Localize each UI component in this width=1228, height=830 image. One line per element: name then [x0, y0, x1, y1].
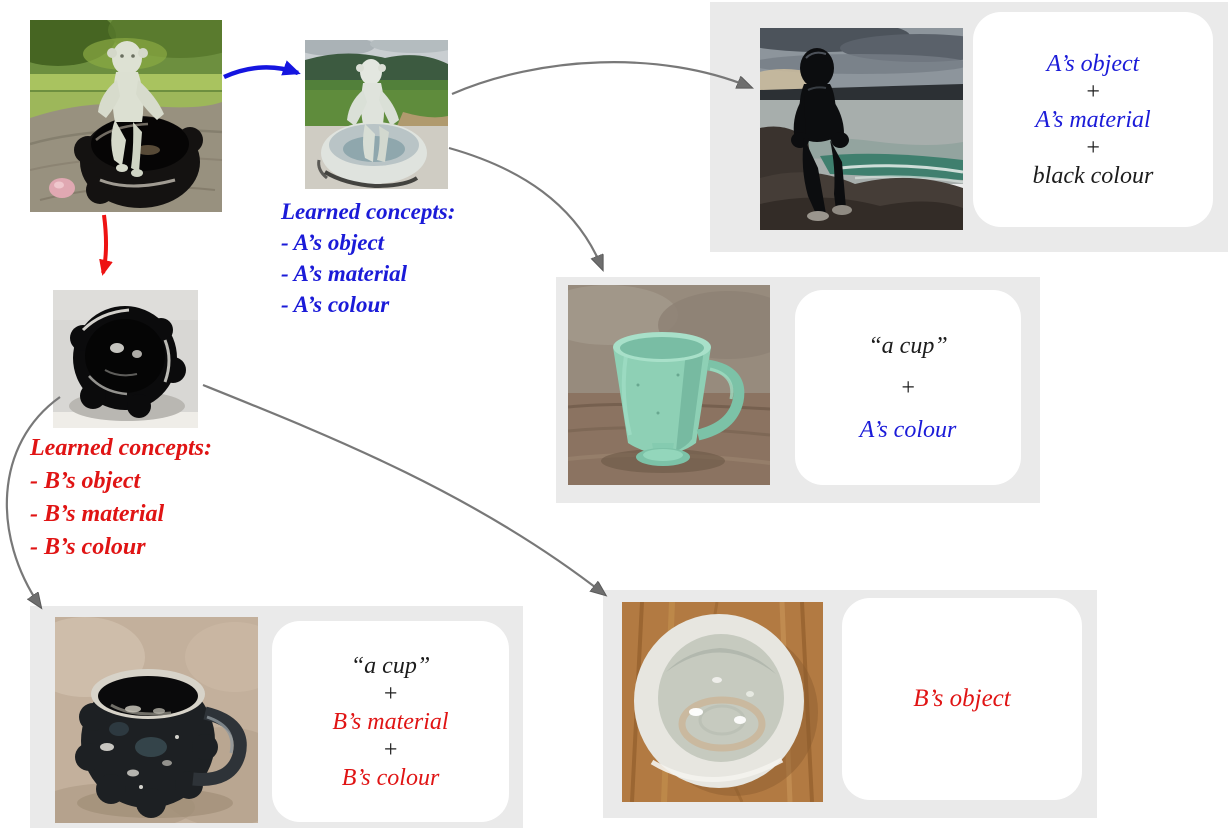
recipe-line: B’s object: [913, 685, 1011, 712]
photo-concept-a-generated: [305, 40, 448, 189]
recipe-line: A’s material: [1035, 106, 1151, 133]
photo-concept-a-generated-art: [305, 40, 448, 189]
learned-concepts-a: Learned concepts: - A’s object - A’s mat…: [281, 196, 455, 320]
recipe-line: B’s material: [332, 708, 449, 735]
recipe-line: “a cup”: [350, 652, 431, 679]
photo-result-white-bowl: [622, 602, 823, 802]
photo-result-black-mug: [55, 617, 258, 823]
plus-sign: +: [1084, 78, 1102, 105]
recipe-card-middle-right: “a cup” + A’s colour: [795, 290, 1021, 485]
arrow-a-to-b: [99, 214, 113, 276]
photo-result-white-bowl-art: [622, 602, 823, 802]
photo-result-cup-art: [568, 285, 770, 485]
learned-concepts-a-title: Learned concepts:: [281, 199, 456, 224]
photo-concept-b-art: [53, 290, 198, 428]
learned-concepts-a-item: - A’s colour: [281, 292, 390, 317]
learned-concepts-b-item: - B’s material: [30, 501, 165, 527]
photo-result-statue: [760, 28, 963, 230]
photo-result-black-mug-art: [55, 617, 258, 823]
recipe-card-bottom-right: B’s object: [842, 598, 1082, 800]
recipe-card-bottom-left: “a cup” + B’s material + B’s colour: [272, 621, 509, 822]
learned-concepts-a-item: - A’s object: [281, 230, 385, 255]
photo-concept-b: [53, 290, 198, 428]
photo-concept-a: [30, 20, 222, 212]
arrow-a-to-a-learned: [223, 60, 301, 80]
recipe-line: A’s object: [1046, 50, 1140, 77]
recipe-line: “a cup”: [868, 332, 948, 359]
recipe-line: B’s colour: [341, 764, 440, 791]
arrow-b-to-bottomright-panel: [202, 383, 604, 594]
arrow-a-to-cup-panel: [448, 146, 602, 268]
learned-concepts-a-item: - A’s material: [281, 261, 408, 286]
learned-concepts-b-item: - B’s object: [30, 468, 141, 494]
plus-sign: +: [382, 680, 399, 707]
photo-result-cup: [568, 285, 770, 485]
photo-concept-a-art: [30, 20, 222, 212]
photo-result-statue-art: [760, 28, 963, 230]
plus-sign: +: [1084, 134, 1102, 161]
learned-concepts-b: Learned concepts: - B’s object - B’s mat…: [30, 432, 212, 564]
recipe-line: black colour: [1032, 162, 1154, 189]
plus-sign: +: [382, 736, 399, 763]
learned-concepts-b-title: Learned concepts:: [30, 435, 212, 461]
learned-concepts-b-item: - B’s colour: [30, 534, 146, 560]
plus-sign: +: [899, 374, 917, 401]
recipe-line: A’s colour: [859, 416, 957, 443]
recipe-card-top-right: A’s object + A’s material + black colour: [973, 12, 1213, 227]
arrow-a-to-topright-panel: [451, 61, 750, 96]
